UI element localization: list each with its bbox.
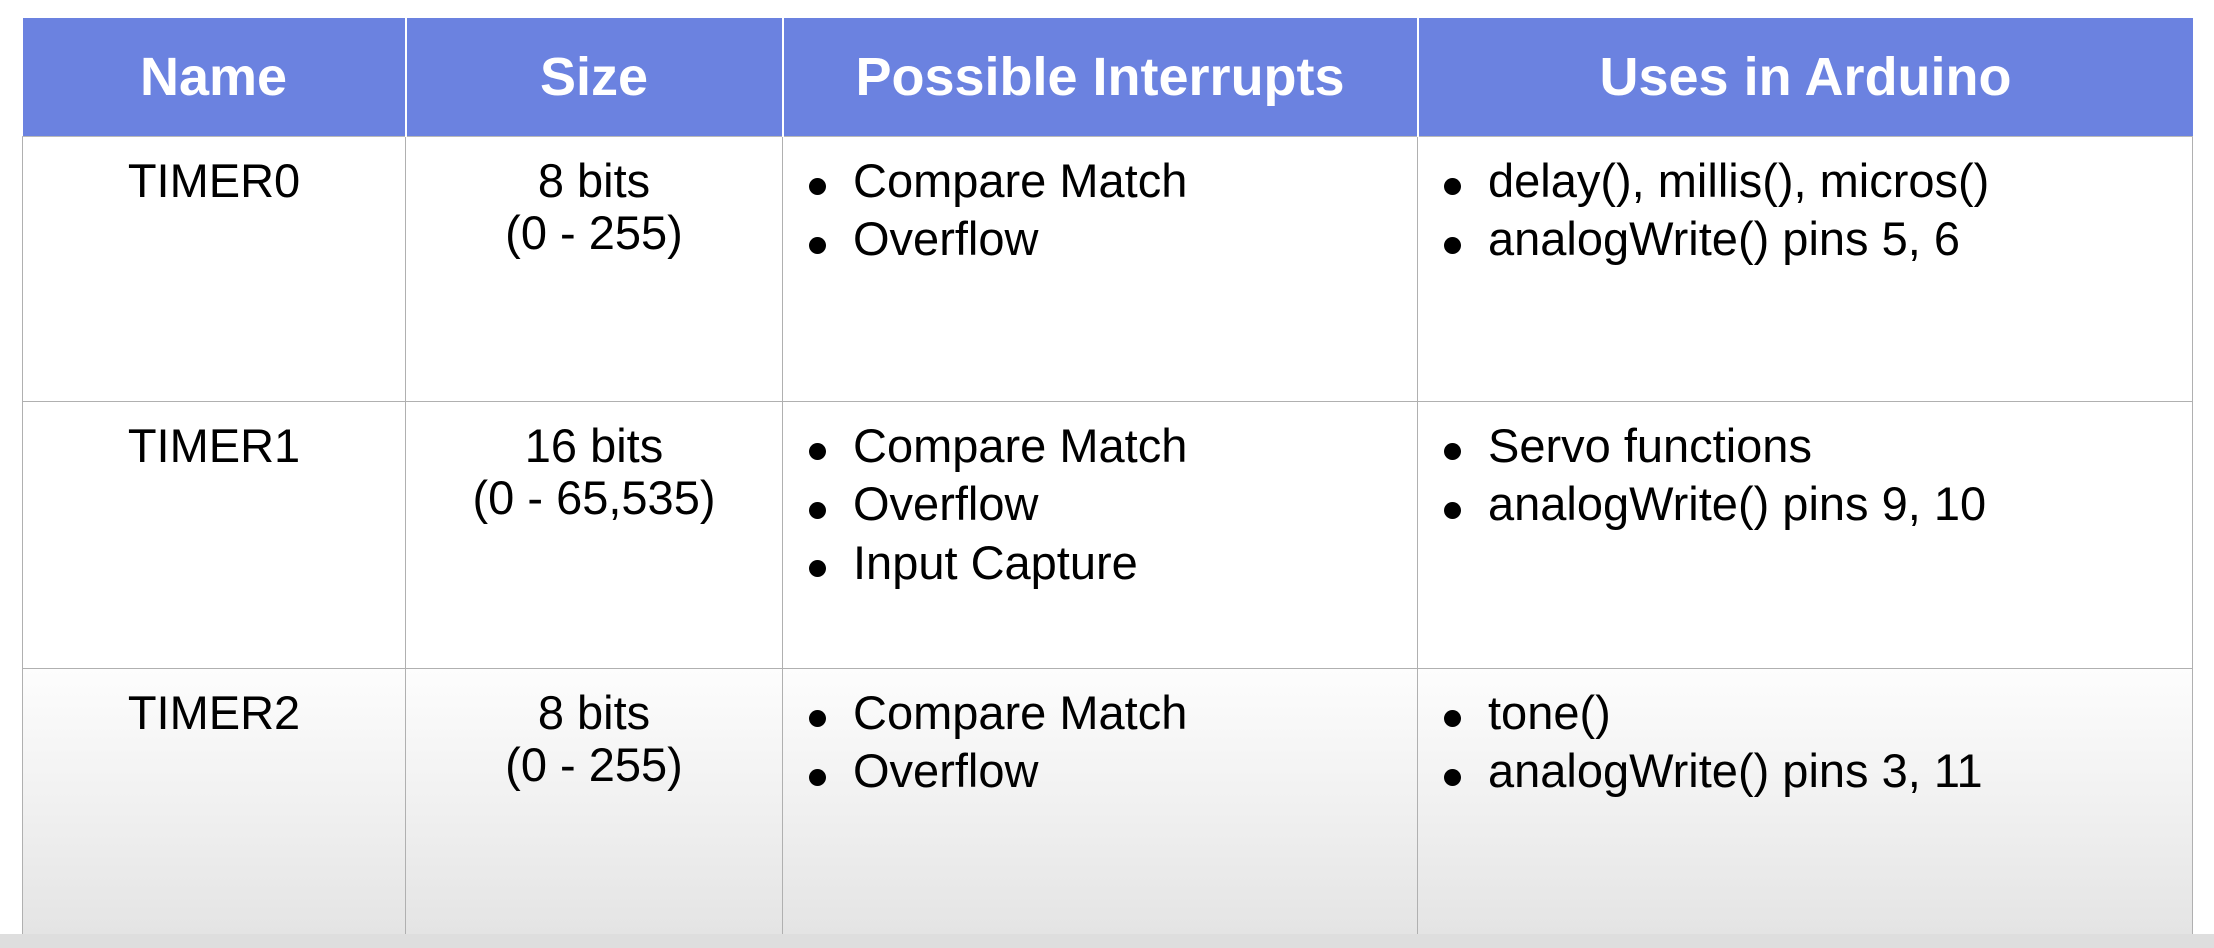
arduino-timers-table: Name Size Possible Interrupts Uses in Ar… — [22, 18, 2193, 936]
list-item: Compare Match — [801, 685, 1407, 740]
timer-size-range: (0 - 255) — [505, 738, 683, 792]
table-row: TIMER1 16 bits (0 - 65,535) Compare — [22, 400, 2193, 669]
header-row: Name Size Possible Interrupts Uses in Ar… — [22, 18, 2193, 137]
list-item: Compare Match — [801, 418, 1407, 473]
interrupts-list: Compare Match Overflow — [801, 685, 1407, 798]
cell-possible-interrupts: Compare Match Overflow — [782, 135, 1418, 402]
bullet-icon — [809, 443, 826, 460]
timer-name-value: TIMER1 — [127, 418, 301, 472]
bullet-icon — [1444, 236, 1461, 254]
interrupts-list: Compare Match Overflow — [801, 153, 1407, 266]
list-item: analogWrite() pins 9, 10 — [1436, 477, 2182, 531]
bullet-icon — [809, 236, 826, 254]
table-row: TIMER2 8 bits (0 - 255) Compare Mat — [22, 667, 2193, 936]
uses-list: Servo functions analogWrite() pins 9, 10 — [1436, 418, 2182, 531]
list-item-label: Servo functions — [1488, 418, 1812, 472]
list-item: Overflow — [801, 212, 1407, 266]
bullet-icon — [809, 560, 826, 578]
list-item: analogWrite() pins 5, 6 — [1436, 212, 2182, 266]
list-item-label: Input Capture — [853, 535, 1138, 589]
bullet-icon — [809, 178, 826, 195]
list-item-label: analogWrite() pins 5, 6 — [1488, 212, 1960, 266]
table-header: Name Size Possible Interrupts Uses in Ar… — [22, 18, 2193, 137]
bullet-icon — [1444, 178, 1461, 195]
list-item: delay(), millis(), micros() — [1436, 153, 2182, 208]
bullet-icon — [809, 768, 826, 786]
list-item-label: Overflow — [853, 212, 1039, 266]
list-item-label: Overflow — [853, 477, 1039, 531]
list-item-label: analogWrite() pins 3, 11 — [1488, 744, 1983, 798]
slide-bottom-shade — [0, 934, 2214, 948]
list-item: analogWrite() pins 3, 11 — [1436, 744, 2182, 798]
bullet-icon — [1444, 768, 1461, 786]
cell-timer-name: TIMER2 — [22, 667, 406, 936]
timer-size-range: (0 - 65,535) — [472, 471, 716, 525]
interrupts-list: Compare Match Overflow Input Capture — [801, 418, 1407, 590]
timer-size-range: (0 - 255) — [505, 206, 683, 260]
list-item: Overflow — [801, 744, 1407, 798]
bullet-icon — [1444, 710, 1461, 727]
list-item-label: Compare Match — [853, 418, 1188, 472]
list-item: tone() — [1436, 685, 2182, 740]
cell-uses-in-arduino: Servo functions analogWrite() pins 9, 10 — [1417, 400, 2193, 669]
list-item: Overflow — [801, 477, 1407, 531]
cell-timer-size: 8 bits (0 - 255) — [405, 135, 783, 402]
cell-timer-name: TIMER0 — [22, 135, 406, 402]
timer-name-value: TIMER0 — [127, 153, 301, 207]
timer-size-bits: 16 bits — [524, 418, 664, 472]
list-item-label: Compare Match — [853, 685, 1188, 739]
list-item: Servo functions — [1436, 418, 2182, 473]
bullet-icon — [1444, 501, 1461, 519]
bullet-icon — [809, 501, 826, 519]
list-item-label: delay(), millis(), micros() — [1488, 153, 1990, 207]
list-item: Compare Match — [801, 153, 1407, 208]
column-header-uses-in-arduino: Uses in Arduino — [1417, 18, 2193, 137]
timer-size-bits: 8 bits — [537, 153, 651, 207]
list-item-label: Compare Match — [853, 153, 1188, 207]
cell-uses-in-arduino: delay(), millis(), micros() analogWrite(… — [1417, 135, 2193, 402]
list-item-label: analogWrite() pins 9, 10 — [1488, 477, 1987, 531]
bullet-icon — [1444, 443, 1461, 460]
cell-timer-size: 8 bits (0 - 255) — [405, 667, 783, 936]
uses-list: tone() analogWrite() pins 3, 11 — [1436, 685, 2182, 798]
list-item: Input Capture — [801, 535, 1407, 590]
table-body: TIMER0 8 bits (0 - 255) Compare Mat — [22, 135, 2193, 936]
cell-timer-name: TIMER1 — [22, 400, 406, 669]
list-item-label: tone() — [1488, 685, 1611, 739]
cell-possible-interrupts: Compare Match Overflow Input Capture — [782, 400, 1418, 669]
list-item-label: Overflow — [853, 744, 1039, 798]
column-header-name: Name — [22, 18, 407, 137]
cell-timer-size: 16 bits (0 - 65,535) — [405, 400, 783, 669]
cell-possible-interrupts: Compare Match Overflow — [782, 667, 1418, 936]
column-header-possible-interrupts: Possible Interrupts — [782, 18, 1419, 137]
table-row: TIMER0 8 bits (0 - 255) Compare Mat — [22, 135, 2193, 402]
cell-uses-in-arduino: tone() analogWrite() pins 3, 11 — [1417, 667, 2193, 936]
uses-list: delay(), millis(), micros() analogWrite(… — [1436, 153, 2182, 266]
bullet-icon — [809, 710, 826, 727]
timer-name-value: TIMER2 — [127, 685, 301, 739]
timer-size-bits: 8 bits — [537, 685, 651, 739]
column-header-size: Size — [405, 18, 784, 137]
